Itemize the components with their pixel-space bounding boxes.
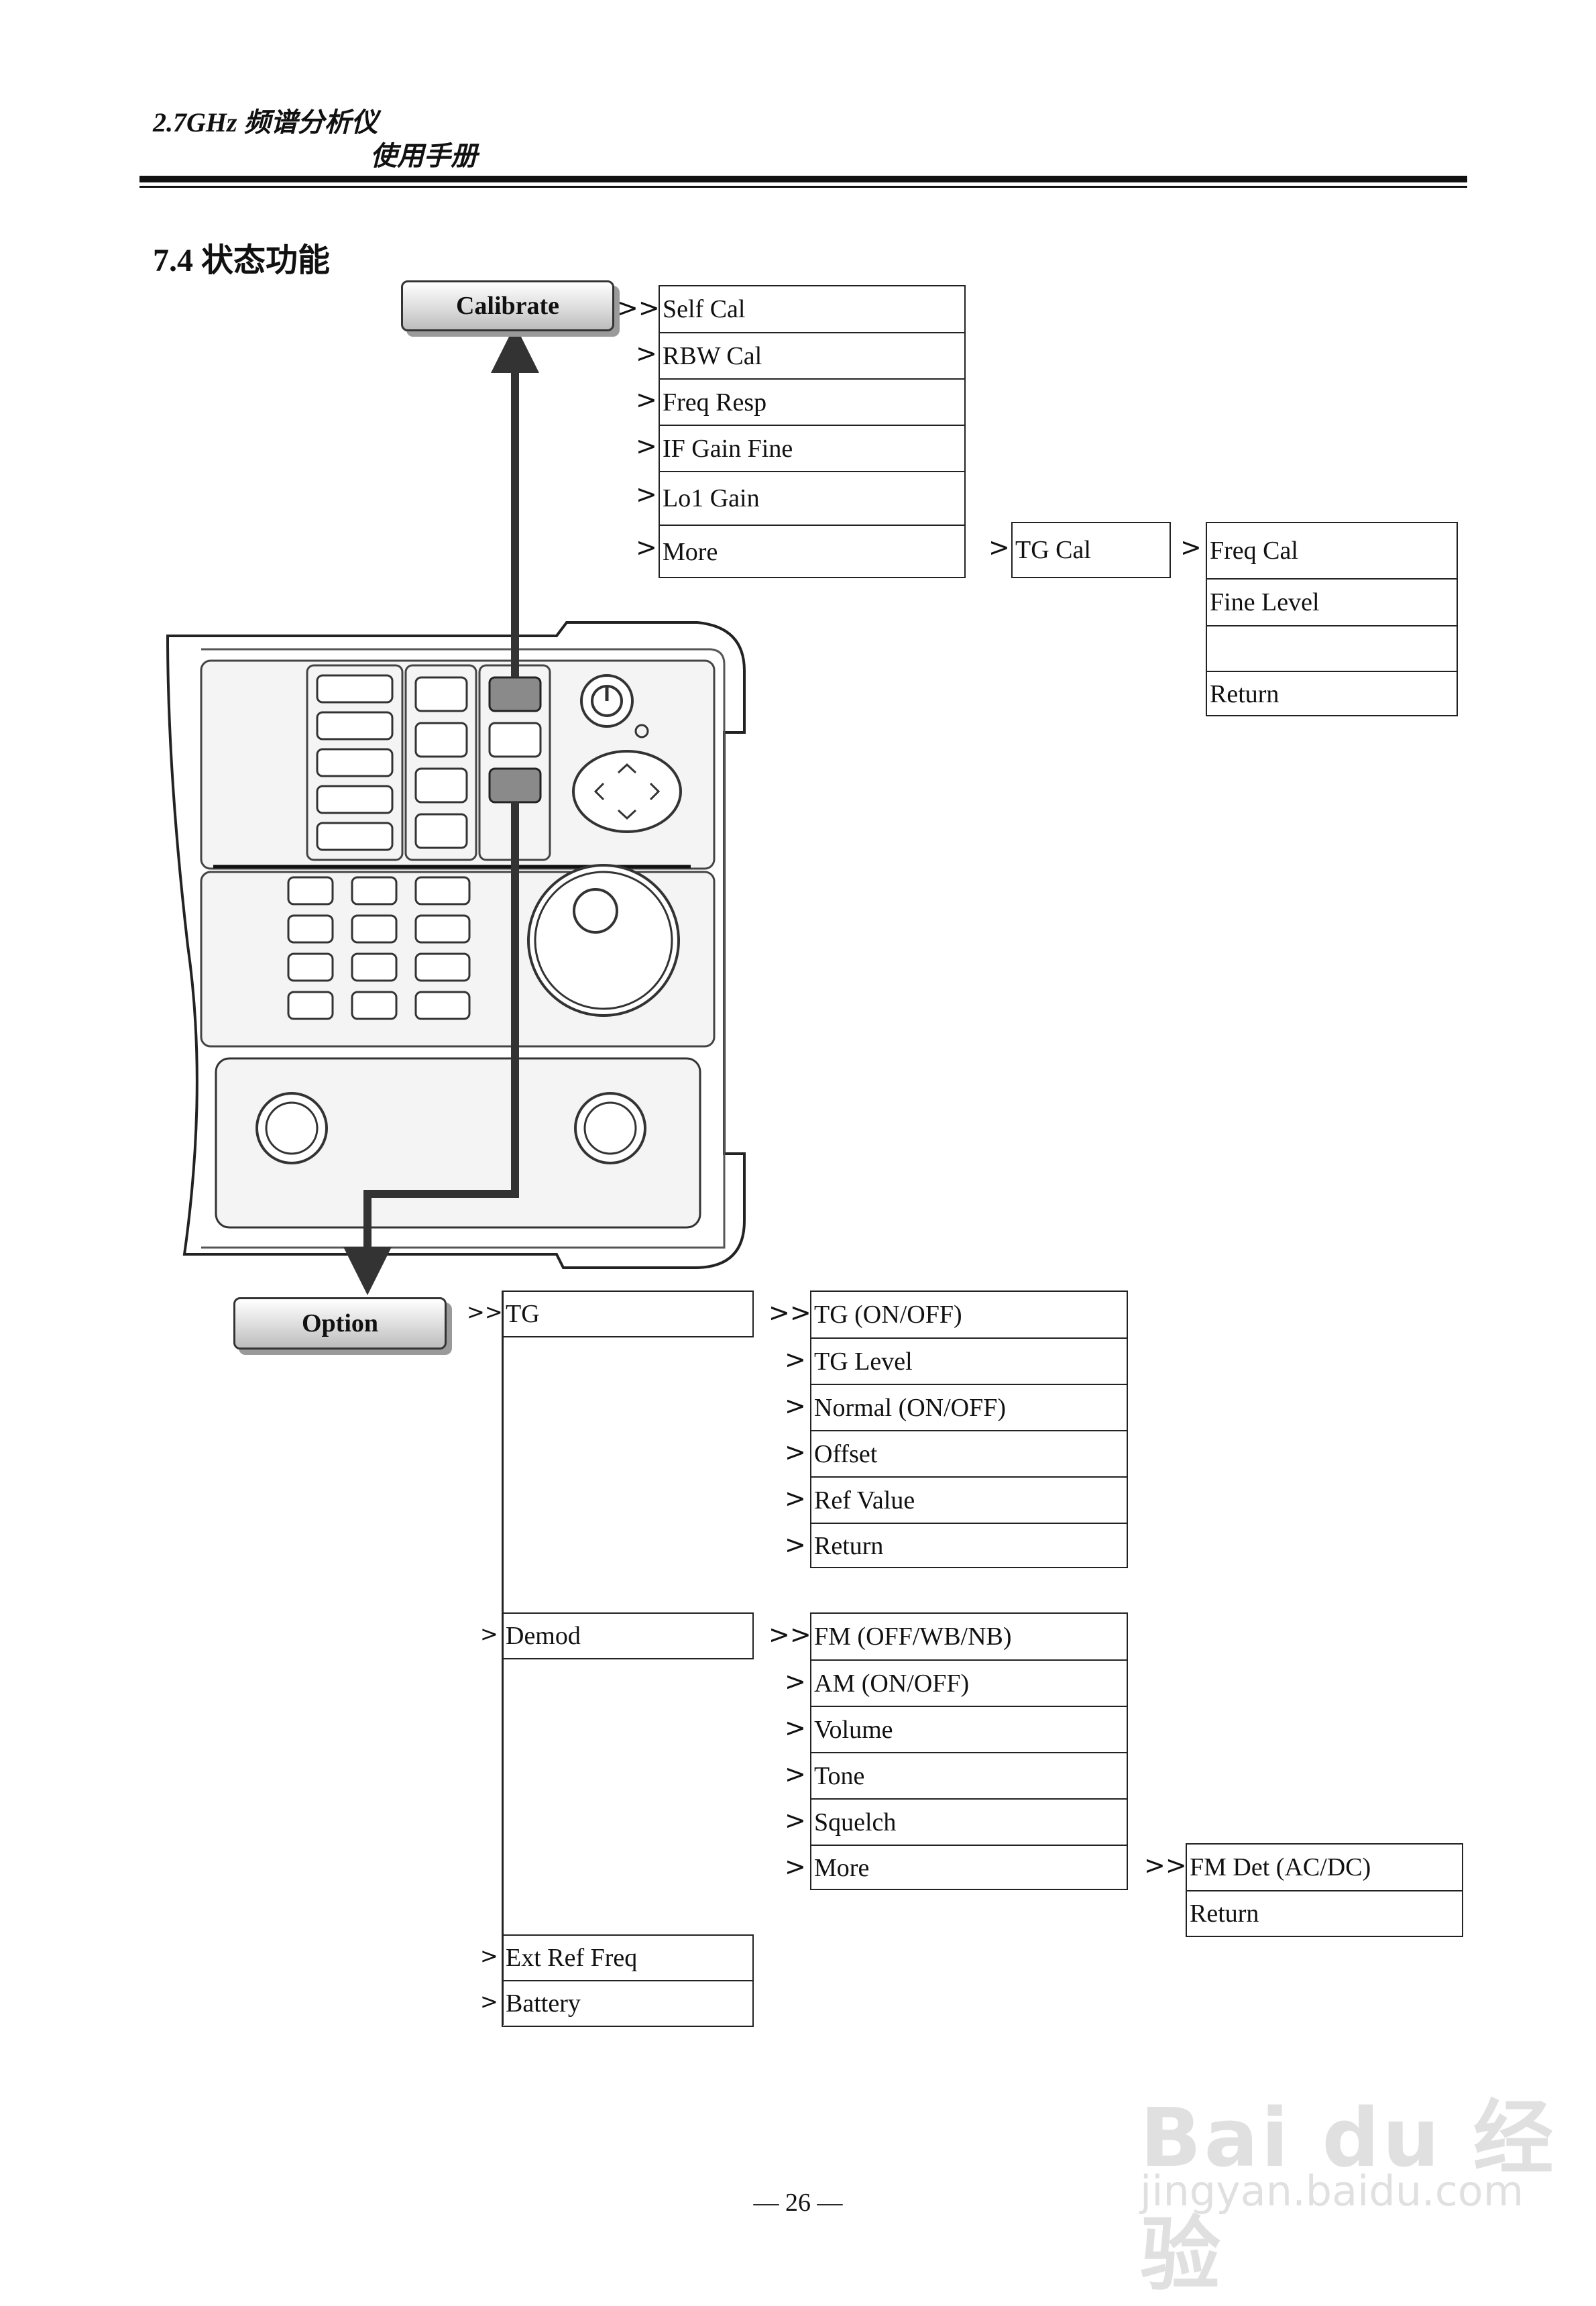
submenu-arrow-icon: >> <box>768 1620 811 1649</box>
submenu-arrow-icon: > <box>785 1437 806 1467</box>
submenu-arrow-icon: > <box>785 1667 806 1696</box>
menu-item-tg-level[interactable]: TG Level <box>811 1337 1127 1384</box>
submenu-arrow-icon: > <box>988 533 1010 562</box>
menu-item-fm-det[interactable]: FM Det (AC/DC) <box>1190 1853 1371 1881</box>
watermark-url: jingyan.baidu.com <box>1140 2166 1524 2215</box>
submenu-arrow-icon: > <box>480 1989 498 2014</box>
submenu-arrow-icon: >> <box>467 1299 503 1325</box>
submenu-arrow-icon: >> <box>617 293 660 323</box>
page-number: — 26 — <box>753 2189 843 2217</box>
menu-item-demod[interactable]: Demod <box>506 1622 581 1650</box>
option-demod-box: Demod <box>502 1612 754 1659</box>
submenu-arrow-icon: > <box>636 480 657 509</box>
section-title: 7.4 状态功能 <box>153 243 331 278</box>
menu-item-battery[interactable]: Battery <box>503 1980 752 2026</box>
menu-item-tg[interactable]: TG <box>506 1300 540 1328</box>
submenu-arrow-icon: > <box>785 1345 806 1374</box>
submenu-arrow-icon: > <box>785 1484 806 1513</box>
menu-item-offset[interactable]: Offset <box>811 1430 1127 1476</box>
submenu-arrow-icon: > <box>785 1391 806 1421</box>
menu-item-more[interactable]: More <box>660 525 964 578</box>
menu-item-self-cal[interactable]: Self Cal <box>663 295 746 323</box>
submenu-arrow-icon: >> <box>768 1298 811 1327</box>
option-button-label: Option <box>301 1309 379 1337</box>
calibrate-more-menu: TG Cal <box>1011 522 1171 578</box>
menu-item-demod-more[interactable]: More <box>811 1845 1127 1890</box>
option-others-box: Ext Ref Freq Battery <box>502 1934 754 2027</box>
demod-submenu: FM (OFF/WB/NB) AM (ON/OFF) Volume Tone S… <box>810 1612 1128 1890</box>
menu-item-tone[interactable]: Tone <box>811 1752 1127 1798</box>
menu-item-freq-resp[interactable]: Freq Resp <box>660 378 964 425</box>
menu-item-return[interactable]: Return <box>1207 671 1457 716</box>
header-title: 2.7GHz 频谱分析仪 <box>153 107 378 138</box>
submenu-arrow-icon: > <box>785 1530 806 1559</box>
menu-item-squelch[interactable]: Squelch <box>811 1798 1127 1845</box>
option-button[interactable]: Option <box>233 1297 447 1350</box>
calibrate-button[interactable]: Calibrate <box>401 280 614 331</box>
menu-item-tg-cal[interactable]: TG Cal <box>1015 536 1091 564</box>
calibrate-button-label: Calibrate <box>455 292 560 320</box>
menu-item-demod-return[interactable]: Return <box>1187 1890 1462 1936</box>
menu-item-volume[interactable]: Volume <box>811 1706 1127 1752</box>
menu-item-am[interactable]: AM (ON/OFF) <box>811 1659 1127 1706</box>
submenu-arrow-icon: >> <box>1144 1851 1187 1880</box>
header-rule-thin <box>139 186 1467 188</box>
header-subtitle: 使用手册 <box>370 141 477 171</box>
menu-item-rbw-cal[interactable]: RBW Cal <box>660 332 964 378</box>
tg-submenu: TG (ON/OFF) TG Level Normal (ON/OFF) Off… <box>810 1291 1128 1568</box>
submenu-arrow-icon: > <box>785 1852 806 1881</box>
submenu-arrow-icon: > <box>480 1621 498 1647</box>
submenu-arrow-icon: > <box>636 431 657 461</box>
menu-item-blank[interactable] <box>1207 625 1457 671</box>
menu-item-tg-on-off[interactable]: TG (ON/OFF) <box>814 1301 962 1329</box>
menu-item-tg-return[interactable]: Return <box>811 1523 1127 1568</box>
menu-item-normal-on-off[interactable]: Normal (ON/OFF) <box>811 1384 1127 1430</box>
menu-item-ref-value[interactable]: Ref Value <box>811 1476 1127 1523</box>
submenu-arrow-icon: > <box>636 385 657 415</box>
submenu-arrow-icon: > <box>636 339 657 368</box>
menu-item-ext-ref-freq[interactable]: Ext Ref Freq <box>506 1944 638 1972</box>
instrument-panel-illustration <box>166 325 746 1295</box>
menu-item-if-gain-fine[interactable]: IF Gain Fine <box>660 425 964 471</box>
calibrate-menu: Self Cal RBW Cal Freq Resp IF Gain Fine … <box>659 285 966 578</box>
submenu-arrow-icon: > <box>1180 533 1202 562</box>
submenu-arrow-icon: > <box>785 1713 806 1743</box>
submenu-arrow-icon: > <box>480 1943 498 1969</box>
header-rule-thick <box>139 176 1467 182</box>
menu-item-fine-level[interactable]: Fine Level <box>1207 578 1457 625</box>
menu-item-lo1-gain[interactable]: Lo1 Gain <box>660 471 964 525</box>
submenu-arrow-icon: > <box>785 1759 806 1789</box>
tg-cal-menu: Freq Cal Fine Level Return <box>1206 522 1458 716</box>
submenu-arrow-icon: > <box>785 1806 806 1835</box>
menu-item-fm[interactable]: FM (OFF/WB/NB) <box>814 1623 1012 1651</box>
demod-more-submenu: FM Det (AC/DC) Return <box>1186 1843 1463 1937</box>
option-tg-box: TG <box>502 1291 754 1337</box>
submenu-arrow-icon: > <box>636 533 657 562</box>
menu-item-freq-cal[interactable]: Freq Cal <box>1210 537 1298 565</box>
